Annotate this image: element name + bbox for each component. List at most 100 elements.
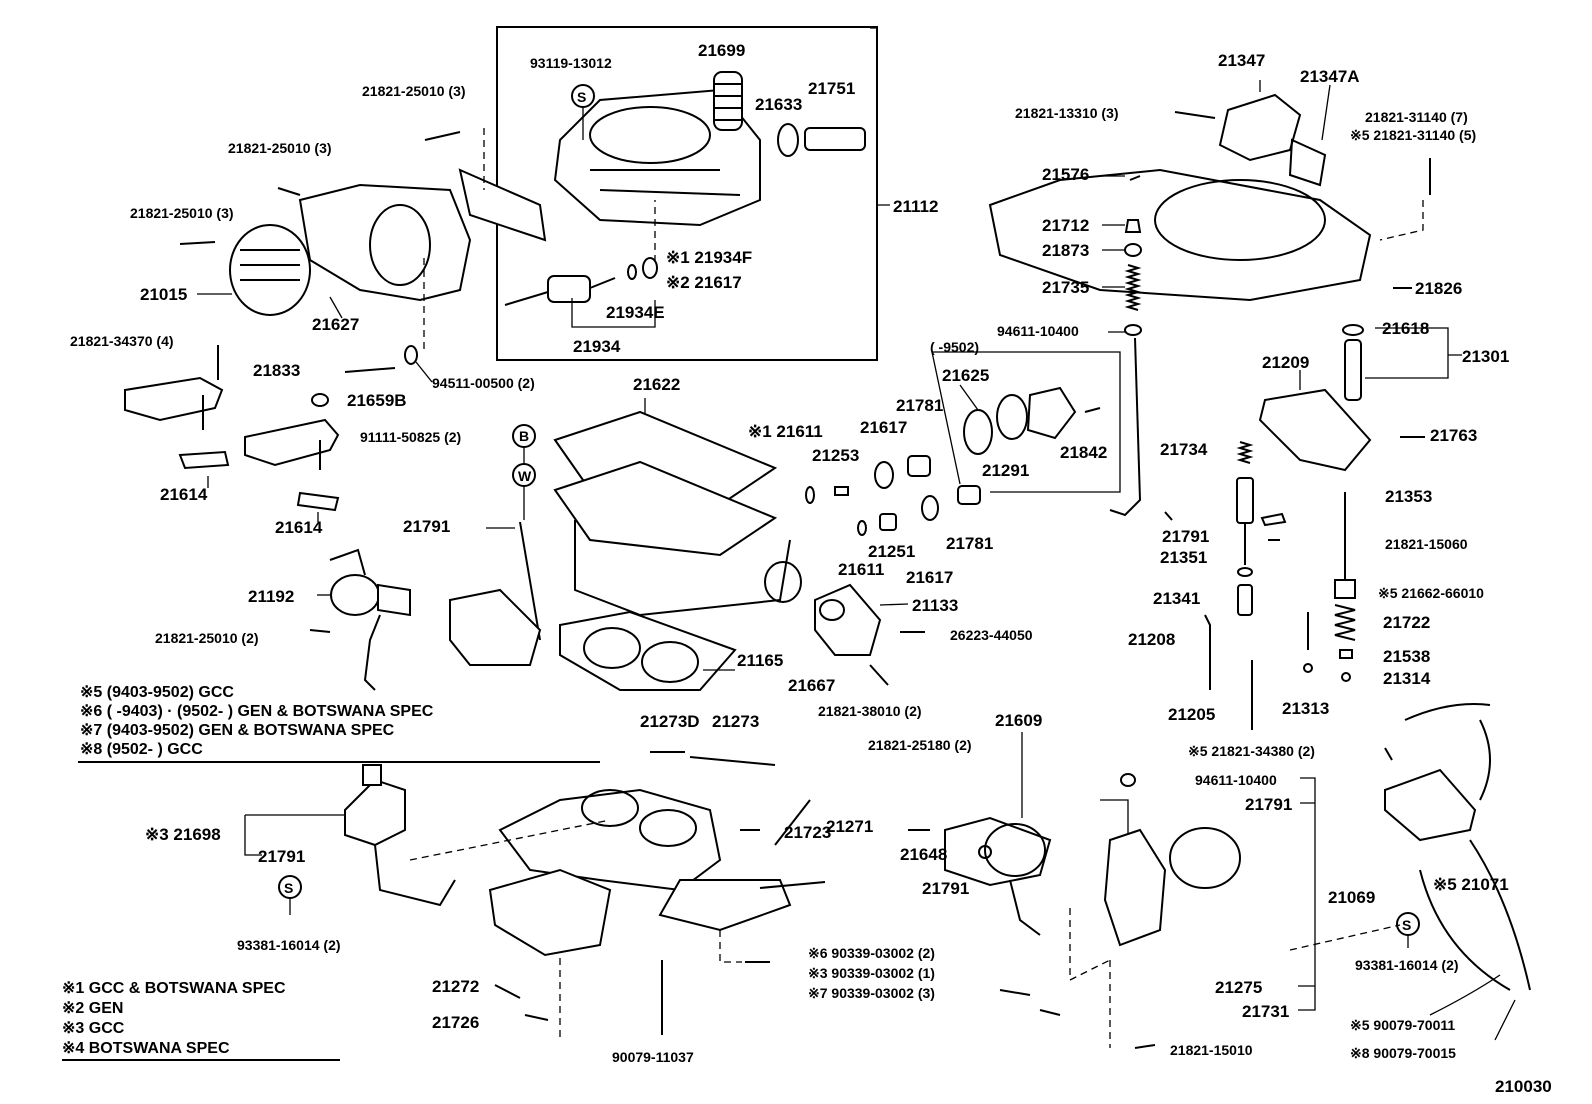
label-sym-w: W [518, 468, 532, 484]
label-p21192: 21192 [248, 587, 294, 606]
gasket-21617-s2 [642, 257, 658, 279]
accelerator-pump-group [931, 351, 1121, 493]
choke-opener-group [179, 128, 547, 383]
jet-21208 [1204, 614, 1211, 690]
label-p21538: 21538 [1383, 647, 1430, 666]
label-p93381-16014-b: 93381-16014 (2) [1355, 957, 1459, 973]
label-p21821-25010-a: 21821-25010 (3) [362, 83, 466, 99]
opener-body [944, 816, 1052, 887]
clip-21576 [1129, 175, 1141, 181]
plate-21614-b [296, 491, 340, 512]
label-p21625: 21625 [942, 366, 989, 385]
bolt-25010-c [179, 241, 216, 245]
cover-21842 [1026, 386, 1077, 440]
float-bowl-group [553, 398, 802, 691]
spring-21731 [1039, 1009, 1061, 1016]
bolt-25010-d [309, 629, 331, 633]
hose-21192 [329, 548, 366, 576]
label-p21842: 21842 [1060, 443, 1107, 462]
lead-90079-70015 [1494, 999, 1516, 1041]
rod-linkage [519, 521, 541, 641]
leads-21614 [207, 476, 319, 522]
bolt-25010-a [424, 131, 461, 141]
rod-21192 [363, 614, 381, 691]
bracket-21934 [571, 298, 656, 328]
hose-right [1479, 719, 1491, 801]
diaphragm-21192 [330, 574, 380, 616]
label-p21726: 21726 [432, 1013, 479, 1032]
washer-94511 [404, 345, 418, 365]
washer-21934E [627, 264, 637, 280]
pump-rod [1109, 337, 1142, 517]
bowl-top-21622 [553, 460, 778, 557]
label-p21253: 21253 [812, 446, 859, 465]
label-p21208: 21208 [1128, 630, 1175, 649]
label-p21341: 21341 [1153, 589, 1200, 608]
label-p21353: 21353 [1385, 487, 1432, 506]
screw-21821-15010 [1134, 1044, 1156, 1049]
air-horn-21112 [553, 88, 761, 227]
label-p21271: 21271 [826, 817, 873, 836]
label-p90339-s6: ※6 90339-03002 (2) [808, 945, 935, 961]
label-p21734: 21734 [1160, 440, 1208, 459]
label-p21617-s2: ※2 21617 [666, 273, 742, 292]
label-p21205: 21205 [1168, 705, 1215, 724]
note-bottom-4: ※4 BOTSWANA SPEC [62, 1040, 230, 1057]
throttle-bore-a [581, 789, 639, 827]
label-p94611-10400-a: 94611-10400 [997, 323, 1079, 339]
plunger-21351 [1236, 477, 1254, 524]
linkage-group [449, 424, 542, 666]
label-p21826: 21826 [1415, 279, 1462, 298]
air-horn-details [590, 169, 741, 196]
label-p21821-31140-5: ※5 21821-31140 (5) [1350, 127, 1476, 143]
note-mid-3: ※7 (9403-9502) GEN & BOTSWANA SPEC [80, 722, 395, 739]
washer-94611-a [1124, 324, 1142, 336]
label-p94511-00500: 94511-00500 (2) [432, 375, 535, 391]
dash-21069 [1069, 908, 1401, 982]
label-p93119-13012: 93119-13012 [530, 55, 612, 71]
label-sym-s: S [577, 89, 586, 105]
lead-94611-b [1100, 799, 1129, 835]
label-p21273d: 21273D [640, 712, 700, 731]
label-p21751: 21751 [808, 79, 855, 98]
positioner-upper-pins [202, 345, 219, 430]
label-p21781-a: 21781 [896, 396, 943, 415]
label-p21821-38010: 21821-38010 (2) [818, 703, 922, 719]
label-p21791-e: 21791 [1245, 795, 1292, 814]
label-p91111-50825: 91111-50825 (2) [360, 429, 461, 445]
diaphragm-21291 [996, 394, 1028, 440]
note-mid-4: ※8 (9502- ) GCC [80, 741, 203, 758]
clip-21791-b [1164, 511, 1173, 521]
housing-bore [369, 204, 431, 286]
positioner-lower [244, 418, 340, 467]
label-p21251: 21251 [868, 542, 915, 561]
choke-21347 [1218, 93, 1302, 162]
valve-21133 [814, 583, 882, 656]
cover-dome [1154, 179, 1326, 261]
label-p21648: 21648 [900, 845, 947, 864]
ring-21648 [978, 845, 992, 859]
label-p21821-25010-b: 21821-25010 (3) [228, 140, 332, 156]
throttle-bore-b [639, 809, 697, 847]
label-p21291: 21291 [982, 461, 1029, 480]
washer-94611-b [1120, 773, 1136, 787]
label-p21934e: 21934E [606, 303, 665, 322]
note-bottom-1: ※1 GCC & BOTSWANA SPEC [62, 980, 286, 997]
throttle-body-group [488, 751, 826, 1040]
lever-assembly [449, 588, 542, 666]
base-bore-b [641, 641, 699, 683]
label-p21314: 21314 [1383, 669, 1431, 688]
diaphragm-ribs [240, 249, 300, 281]
throttle-flange [498, 788, 722, 892]
jet-21341 [1237, 584, 1253, 616]
housing-21627 [298, 183, 472, 302]
screw-34380 [1384, 747, 1393, 761]
box-9502 [932, 351, 1121, 493]
positioner-group [124, 345, 340, 522]
spec-notes: ※5 (9403-9502) GCC※6 ( -9403) · (9502- )… [62, 684, 434, 1057]
gasket-21617-a [874, 461, 894, 489]
diaphragm-21069 [1169, 827, 1241, 889]
